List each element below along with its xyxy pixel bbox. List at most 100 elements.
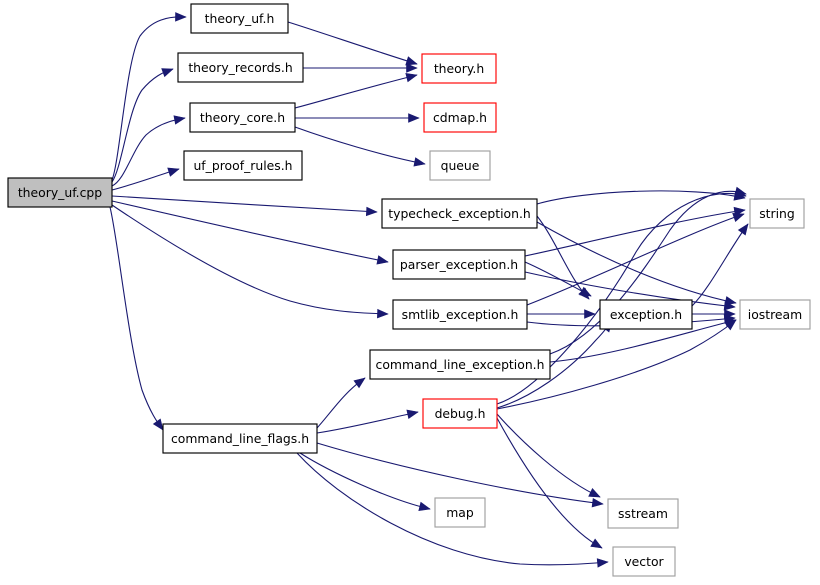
nodes-layer: theory_uf.cpp theory_uf.h theory_records.h… <box>7 3 811 577</box>
node-typecheck_exception_h[interactable]: typecheck_exception.h <box>381 198 538 229</box>
node-box-theory_records_h[interactable] <box>177 52 304 83</box>
node-box-theory_core_h[interactable] <box>189 102 296 133</box>
edge-theory_uf_cpp-to-theory_uf_h <box>111 16 187 181</box>
node-theory_core_h[interactable]: theory_core.h <box>189 102 296 133</box>
node-label-uf_proof_rules_h: uf_proof_rules.h <box>193 158 292 173</box>
node-label-smtlib_exception_h: smtlib_exception.h <box>402 307 519 322</box>
node-box-sstream[interactable] <box>607 498 679 529</box>
edge-arrowhead <box>734 189 747 199</box>
node-box-queue[interactable] <box>429 150 491 181</box>
node-debug_h[interactable]: debug.h <box>422 398 498 429</box>
node-iostream[interactable]: iostream <box>739 299 811 330</box>
edge-arrowhead <box>408 113 420 123</box>
edge-theory_core_h-to-queue <box>294 126 426 165</box>
node-sstream[interactable]: sstream <box>607 498 679 529</box>
edge-arrowhead <box>406 63 418 73</box>
node-label-vector: vector <box>624 554 664 569</box>
node-box-iostream[interactable] <box>739 299 811 330</box>
node-theory_records_h[interactable]: theory_records.h <box>177 52 304 83</box>
node-label-theory_core_h: theory_core.h <box>200 110 285 125</box>
node-box-theory_h[interactable] <box>421 53 497 84</box>
edge-arrowhead <box>405 56 418 66</box>
node-exception_h[interactable]: exception.h <box>599 299 693 330</box>
node-box-vector[interactable] <box>612 546 676 577</box>
node-command_line_flags_h[interactable]: command_line_flags.h <box>162 423 318 454</box>
node-box-theory_uf_h[interactable] <box>190 3 289 34</box>
edge-theory_uf_h-to-theory_h <box>287 21 418 65</box>
edge-arrowhead <box>737 223 749 236</box>
node-label-iostream: iostream <box>748 307 802 322</box>
node-label-queue: queue <box>441 158 480 173</box>
edge-command_line_flags_h-to-vector <box>296 452 609 566</box>
edge-theory_uf_cpp-to-typecheck_exception_h <box>111 195 378 213</box>
edge-arrowhead <box>167 167 180 177</box>
edge-arrowhead <box>365 206 378 217</box>
edge-arrowhead <box>584 309 596 319</box>
node-map[interactable]: map <box>434 497 486 528</box>
edge-arrowhead <box>596 558 609 568</box>
node-label-string: string <box>759 206 795 221</box>
node-uf_proof_rules_h[interactable]: uf_proof_rules.h <box>183 150 303 181</box>
edge-arrowhead <box>377 308 389 319</box>
node-box-map[interactable] <box>434 497 486 528</box>
node-command_line_exception_h[interactable]: command_line_exception.h <box>369 349 551 380</box>
edge-typecheck_exception_h-to-iostream <box>536 221 737 304</box>
node-box-string[interactable] <box>749 198 805 229</box>
node-box-parser_exception_h[interactable] <box>392 249 526 280</box>
node-string[interactable]: string <box>749 198 805 229</box>
edge-arrowhead <box>173 115 186 125</box>
node-box-cdmap_h[interactable] <box>423 102 497 133</box>
node-box-uf_proof_rules_h[interactable] <box>183 150 303 181</box>
edge-arrowhead <box>579 286 592 297</box>
node-parser_exception_h[interactable]: parser_exception.h <box>392 249 526 280</box>
node-vector[interactable]: vector <box>612 546 676 577</box>
node-label-exception_h: exception.h <box>610 307 682 322</box>
node-box-typecheck_exception_h[interactable] <box>381 198 538 229</box>
node-theory_uf_h[interactable]: theory_uf.h <box>190 3 289 34</box>
node-label-map: map <box>446 505 474 520</box>
node-box-command_line_exception_h[interactable] <box>369 349 551 380</box>
node-theory_uf_cpp[interactable]: theory_uf.cpp <box>7 177 113 208</box>
node-label-theory_records_h: theory_records.h <box>188 60 292 75</box>
node-label-theory_h: theory.h <box>434 61 484 76</box>
node-label-cdmap_h: cdmap.h <box>433 110 487 125</box>
edge-arrowhead <box>588 488 601 498</box>
node-label-theory_uf_cpp: theory_uf.cpp <box>18 185 102 200</box>
edge-arrowhead <box>590 538 603 549</box>
node-box-debug_h[interactable] <box>422 398 498 429</box>
edge-arrowhead <box>413 157 426 167</box>
edge-command_line_flags_h-to-map <box>299 452 431 510</box>
node-queue[interactable]: queue <box>429 150 491 181</box>
edge-arrowhead <box>724 309 736 319</box>
edge-command_line_flags_h-to-debug_h <box>316 411 419 434</box>
node-box-command_line_flags_h[interactable] <box>162 423 318 454</box>
node-label-command_line_exception_h: command_line_exception.h <box>376 357 545 372</box>
node-theory_h[interactable]: theory.h <box>421 53 497 84</box>
edge-theory_core_h-to-theory_h <box>294 74 418 109</box>
node-cdmap_h[interactable]: cdmap.h <box>423 102 497 133</box>
edges-layer <box>109 12 749 568</box>
edge-arrowhead <box>732 213 745 223</box>
node-label-typecheck_exception_h: typecheck_exception.h <box>388 206 531 221</box>
node-label-parser_exception_h: parser_exception.h <box>400 257 518 272</box>
edge-parser_exception_h-to-string <box>524 209 746 257</box>
edge-debug_h-to-string <box>496 192 747 405</box>
edge-typecheck_exception_h-to-exception_h <box>536 215 590 300</box>
edge-arrowhead <box>353 377 366 389</box>
node-label-sstream: sstream <box>618 506 668 521</box>
node-box-theory_uf_cpp[interactable] <box>7 177 113 208</box>
node-smtlib_exception_h[interactable]: smtlib_exception.h <box>392 299 528 330</box>
edge-arrowhead <box>591 497 604 508</box>
node-box-exception_h[interactable] <box>599 299 693 330</box>
edge-command_line_flags_h-to-sstream <box>316 442 604 505</box>
edge-arrowhead <box>418 501 431 512</box>
edge-parser_exception_h-to-iostream <box>524 271 736 308</box>
edge-command_line_exception_h-to-string <box>549 190 747 355</box>
edge-arrowhead <box>152 418 164 431</box>
node-label-debug_h: debug.h <box>435 406 486 421</box>
node-label-theory_uf_h: theory_uf.h <box>205 11 275 26</box>
node-box-smtlib_exception_h[interactable] <box>392 299 528 330</box>
edge-command_line_exception_h-to-iostream <box>549 319 737 363</box>
